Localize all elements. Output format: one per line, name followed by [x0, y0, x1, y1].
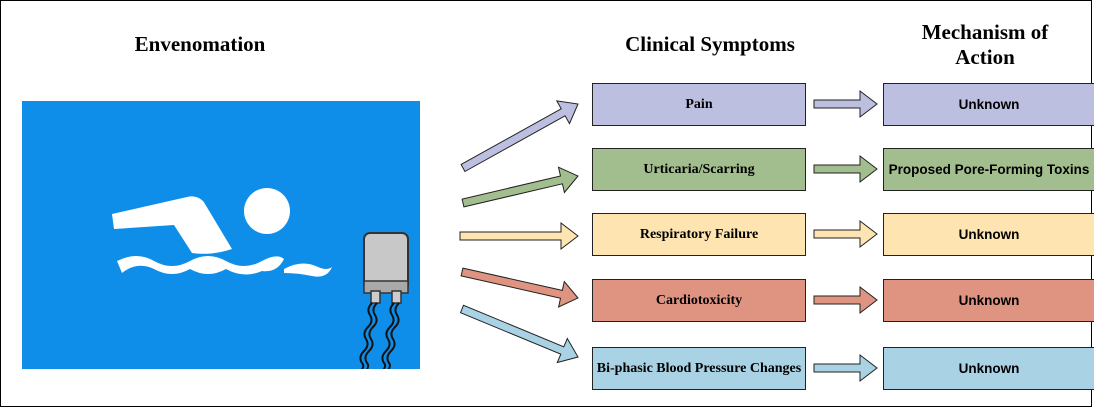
- clinical-symptoms-heading: Clinical Symptoms: [590, 32, 830, 57]
- mechanism-box: Unknown: [883, 83, 1094, 126]
- symptom-box: Respiratory Failure: [592, 213, 806, 256]
- symptom-box: Bi-phasic Blood Pressure Changes: [592, 347, 806, 390]
- mechanism-box: Unknown: [883, 213, 1094, 256]
- envenomation-scene: [22, 101, 420, 369]
- symptom-box: Cardiotoxicity: [592, 279, 806, 322]
- envenomation-heading: Envenomation: [90, 32, 310, 57]
- symptom-box: Urticaria/Scarring: [592, 148, 806, 191]
- symptom-box: Pain: [592, 83, 806, 126]
- mechanism-heading: Mechanism of Action: [900, 20, 1070, 70]
- mechanism-box: Unknown: [883, 347, 1094, 390]
- mechanism-box: Proposed Pore-Forming Toxins: [883, 148, 1094, 191]
- mechanism-box: Unknown: [883, 279, 1094, 322]
